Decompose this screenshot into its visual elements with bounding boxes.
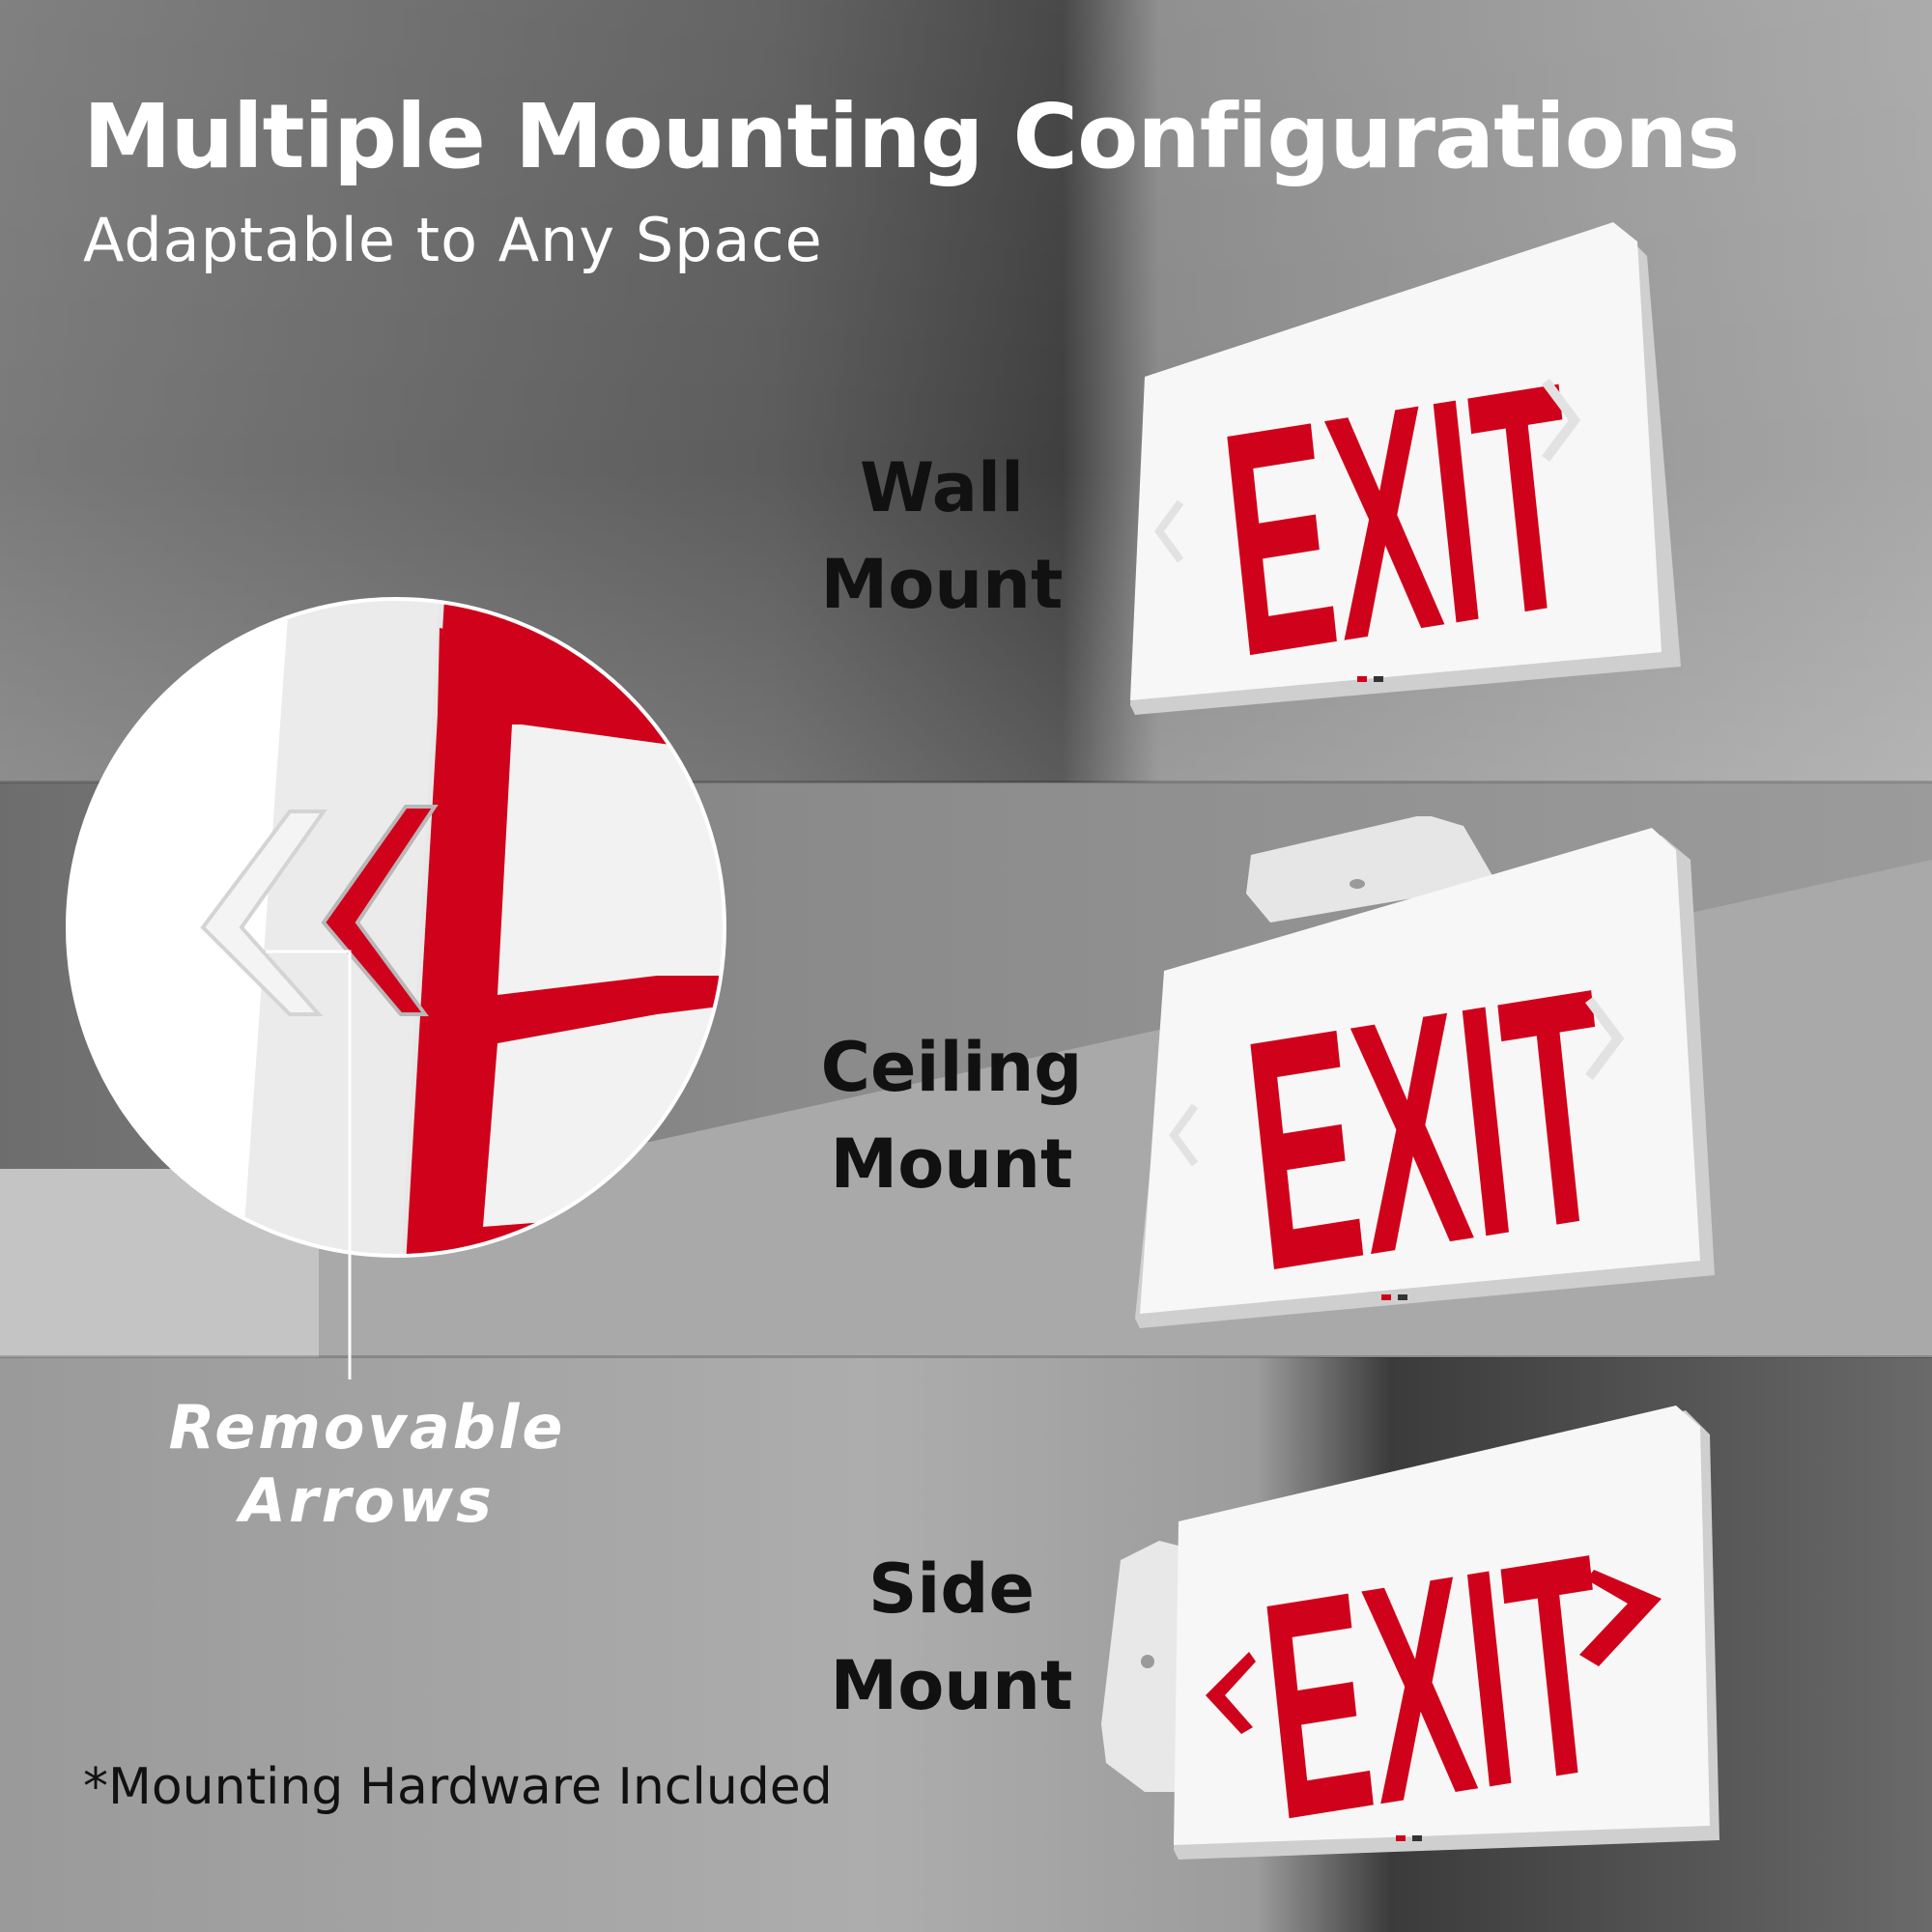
indicator-led	[1357, 676, 1367, 682]
page-subtitle: Adaptable to Any Space	[83, 205, 823, 275]
exit-letter-gap	[497, 724, 724, 995]
side-mount-label-line2: Mount	[830, 1646, 1073, 1725]
wall-mount-label-line2: Mount	[820, 545, 1064, 624]
page-title: Multiple Mounting Configurations	[83, 85, 1740, 188]
chevron-left-icon	[1206, 1652, 1256, 1734]
hardware-footnote: *Mounting Hardware Included	[83, 1758, 833, 1816]
chevron-right-icon	[1542, 379, 1581, 462]
chevron-right-icon	[1579, 1570, 1662, 1666]
indicator-led	[1381, 1294, 1391, 1300]
callout-line1: Removable	[168, 1392, 566, 1463]
test-button	[1374, 676, 1383, 682]
chevron-left-icon	[1154, 499, 1184, 563]
ceiling-mount-label: Ceiling Mount	[802, 1019, 1101, 1212]
sign-face	[1140, 828, 1700, 1314]
test-button	[1412, 1835, 1422, 1841]
side-bracket	[1101, 1541, 1198, 1792]
exit-sign-side-mount: EXIT	[1101, 1406, 1719, 1869]
exit-sign-text: EXIT	[1209, 315, 1590, 724]
arrow-detail-zoom	[66, 597, 726, 1258]
sign-face	[1174, 1406, 1710, 1845]
section-divider	[0, 1355, 1932, 1358]
wall-mount-label-line1: Wall	[860, 448, 1024, 527]
exit-sign-text: EXIT	[1250, 1489, 1620, 1869]
chevron-left-icon	[1169, 1103, 1199, 1167]
callout-line2: Arrows	[240, 1465, 495, 1536]
side-mount-label-line1: Side	[868, 1549, 1035, 1629]
chevron-left-icon	[321, 805, 439, 1016]
test-button	[1398, 1294, 1407, 1300]
exit-sign-wall-mount: EXIT	[1130, 222, 1681, 724]
wall-mount-label: Wall Mount	[802, 440, 1082, 633]
ceiling-canopy	[1246, 816, 1497, 923]
ceiling-mount-label-line1: Ceiling	[820, 1028, 1083, 1107]
exit-sign-text: EXIT	[1233, 920, 1624, 1338]
indicator-led	[1396, 1835, 1406, 1841]
removable-arrows-callout: Removable Arrows	[116, 1391, 618, 1538]
side-mount-label: Side Mount	[811, 1541, 1092, 1734]
section-divider	[0, 781, 1932, 783]
exit-sign-ceiling-mount: EXIT	[1135, 816, 1715, 1338]
chevron-right-icon	[1585, 997, 1625, 1080]
sign-face	[1130, 222, 1662, 700]
ceiling-mount-label-line2: Mount	[830, 1124, 1073, 1204]
